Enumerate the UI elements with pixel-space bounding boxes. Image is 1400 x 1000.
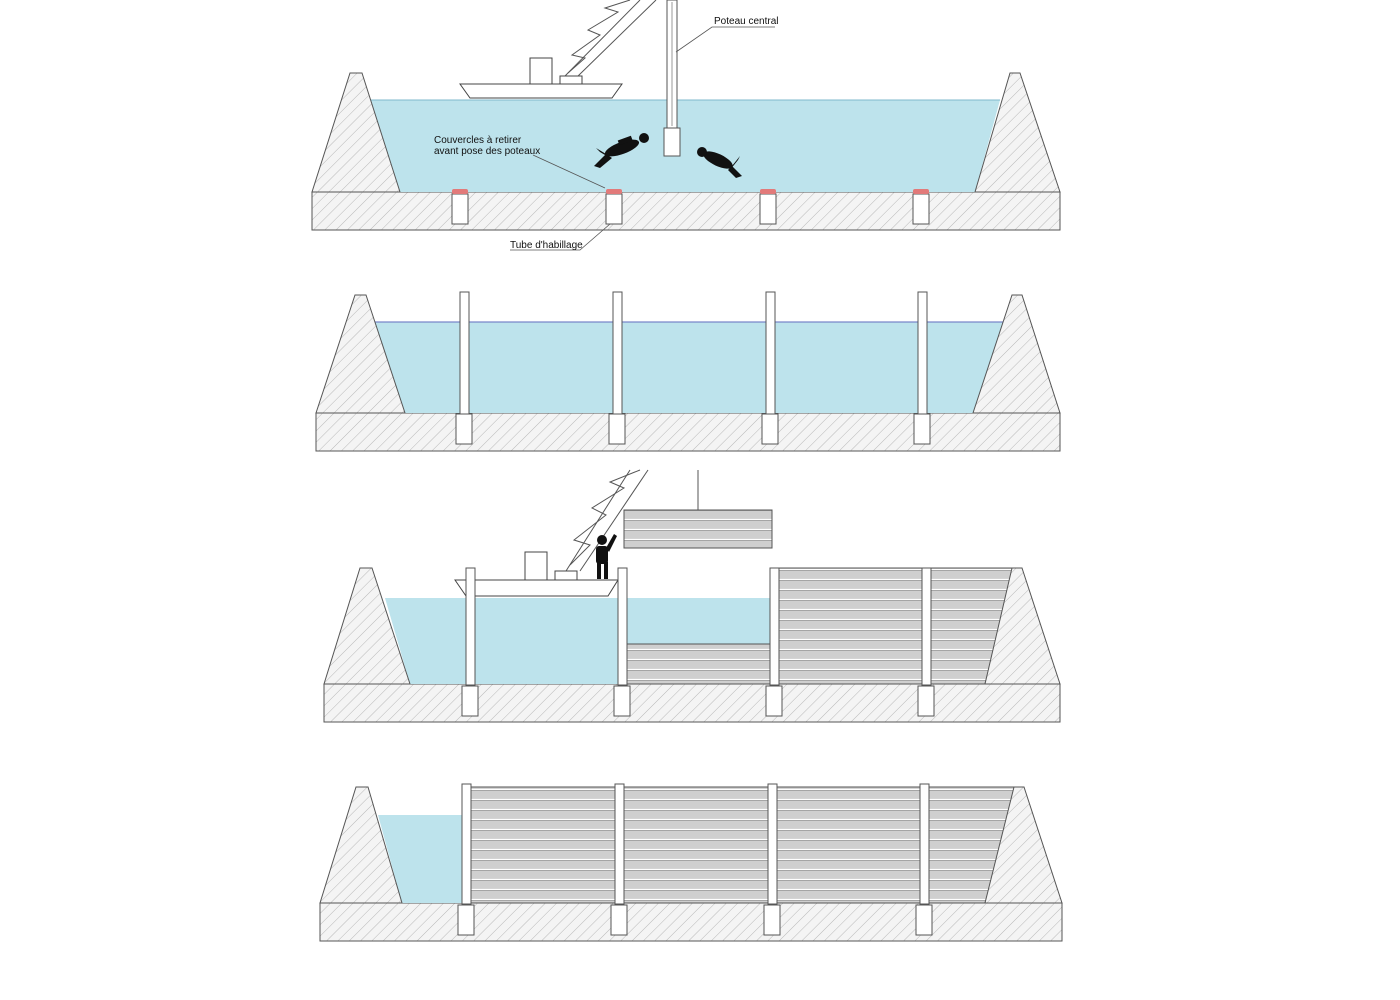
right-wall [984,567,1061,685]
ground-slab [319,902,1063,942]
stage-1-diver-installation: Poteau central Couvercles à retirer avan… [311,0,1061,251]
stage-4-completed-barrier [319,783,1063,942]
panel-stack [465,786,1019,904]
label-couvercles-1: Couvercles à retirer [434,135,522,146]
left-wall [319,786,403,904]
stage-3-panel-placement [323,469,1061,723]
boat [459,57,623,99]
crane-arm [564,0,657,77]
right-wall [974,72,1061,193]
panel-stack-middle [623,643,773,685]
central-post [663,0,681,157]
right-wall [972,294,1061,414]
boat [454,551,619,597]
water-basin [372,322,1005,413]
label-poteau-central: Poteau central [714,16,779,27]
label-couvercles-2: avant pose des poteaux [434,146,540,157]
diver-left-icon [594,133,649,168]
sleeve-tubes [455,413,931,445]
label-tube-habillage: Tube d'habillage [510,240,583,251]
ground-slab [311,191,1061,231]
left-wall [323,567,411,685]
water-basin-left [385,598,618,684]
stage-2-posts-installed [315,291,1061,452]
left-wall [315,294,406,414]
sleeve-tubes [461,685,935,717]
right-wall [984,786,1063,904]
suspended-panel [623,509,773,549]
sleeve-tubes [457,904,933,936]
water-basin [368,100,1000,192]
water-basin-left [378,815,462,903]
left-wall [311,72,401,193]
posts [461,783,930,905]
ground-slab [315,412,1061,452]
leader-lines [510,26,775,251]
sleeve-covers [452,189,929,194]
panel-stack-right [775,567,1016,685]
crane-arm [565,469,699,572]
worker-icon [596,534,617,579]
diver-right-icon [697,147,742,178]
water-basin-middle [624,598,772,644]
posts [465,567,932,686]
ground-slab [323,683,1061,723]
